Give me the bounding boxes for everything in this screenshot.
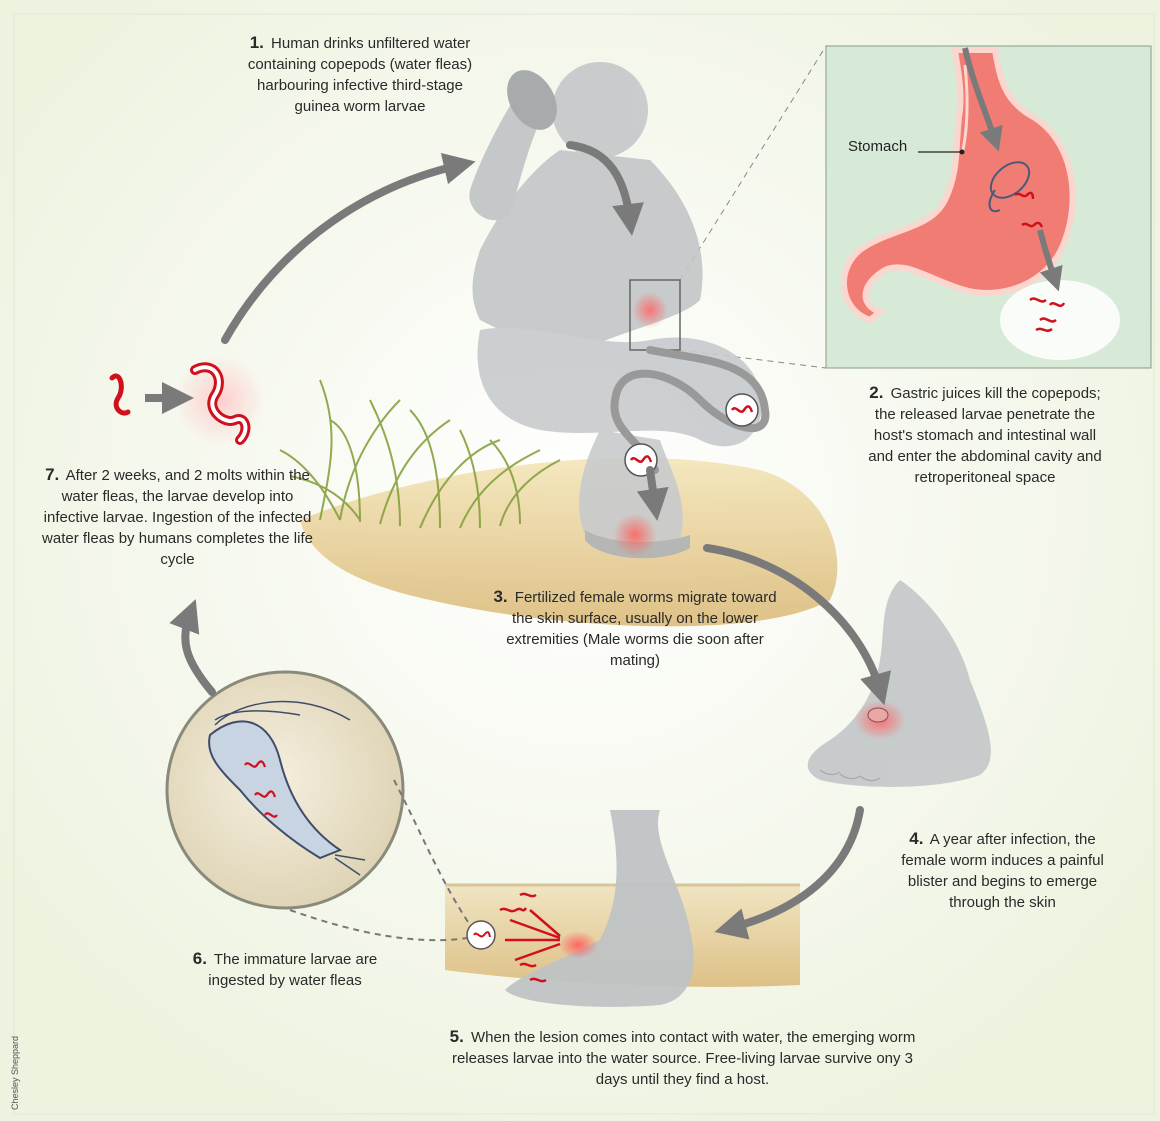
step-3: 3. Fertilized female worms migrate towar…: [485, 586, 785, 671]
step-1: 1. Human drinks unfiltered water contain…: [240, 32, 480, 117]
step-2-number: 2.: [869, 383, 883, 402]
step-3-text: Fertilized female worms migrate toward t…: [506, 589, 776, 669]
step-6-number: 6.: [193, 949, 207, 968]
step-6-text: The immature larvae are ingested by wate…: [208, 951, 377, 989]
step-5-text: When the lesion comes into contact with …: [452, 1029, 915, 1088]
step-7-number: 7.: [45, 465, 59, 484]
step-1-text: Human drinks unfiltered water containing…: [248, 35, 472, 115]
step-4: 4. A year after infection, the female wo…: [890, 828, 1115, 913]
step-7-text: After 2 weeks, and 2 molts within the wa…: [42, 467, 313, 568]
stomach-label: Stomach: [848, 138, 907, 155]
step-4-number: 4.: [909, 829, 923, 848]
step-1-number: 1.: [250, 33, 264, 52]
step-4-text: A year after infection, the female worm …: [901, 831, 1104, 911]
step-5-number: 5.: [450, 1027, 464, 1046]
step-7: 7. After 2 weeks, and 2 molts within the…: [40, 464, 315, 570]
step-2: 2. Gastric juices kill the copepods; the…: [860, 382, 1110, 488]
step-2-text: Gastric juices kill the copepods; the re…: [868, 385, 1102, 486]
step-5: 5. When the lesion comes into contact wi…: [440, 1026, 925, 1090]
step-6: 6. The immature larvae are ingested by w…: [165, 948, 405, 991]
artist-credit: Chesley Sheppard: [10, 1028, 20, 1118]
step-3-number: 3.: [493, 587, 507, 606]
